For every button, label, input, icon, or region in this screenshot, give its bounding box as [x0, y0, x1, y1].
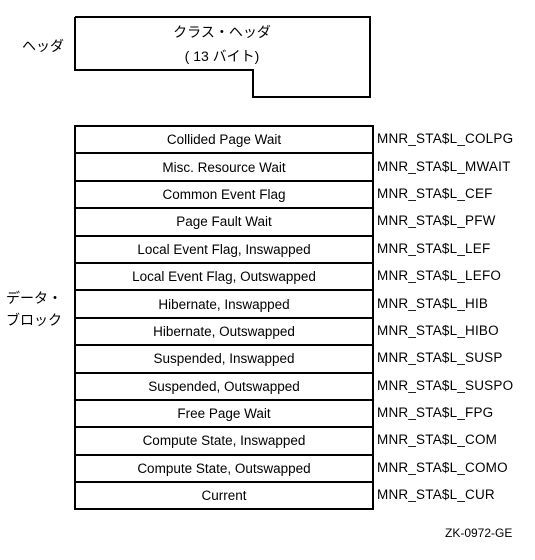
field-code: MNR_STA$L_SUSP: [377, 350, 503, 366]
table-row: Compute State, Outswapped: [76, 456, 372, 484]
field-code: MNR_STA$L_COLPG: [377, 131, 514, 147]
table-row: Local Event Flag, Outswapped: [76, 264, 372, 292]
table-row: Current: [76, 483, 372, 511]
field-code: MNR_STA$L_SUSPO: [377, 377, 514, 393]
field-code: MNR_STA$L_FPG: [377, 405, 494, 421]
table-row: Suspended, Inswapped: [76, 346, 372, 374]
field-code: MNR_STA$L_MWAIT: [377, 158, 511, 174]
field-code: MNR_STA$L_COMO: [377, 459, 508, 475]
table-row: Suspended, Outswapped: [76, 374, 372, 401]
table-row: Free Page Wait: [76, 401, 372, 429]
field-code: MNR_STA$L_CEF: [377, 185, 493, 201]
class-header-box: [74, 16, 371, 98]
data-block-label-line2: ブロック: [6, 312, 62, 328]
class-header-title: クラス・ヘッダ: [173, 24, 271, 40]
field-code: MNR_STA$L_CUR: [377, 487, 495, 503]
field-code: MNR_STA$L_LEF: [377, 240, 491, 256]
field-code: MNR_STA$L_HIB: [377, 295, 489, 311]
field-code-column: MNR_STA$L_COLPG MNR_STA$L_MWAIT MNR_STA$L_…: [377, 125, 513, 508]
figure-id: ZK-0972-GE: [445, 526, 513, 540]
header-section-label: ヘッダ: [22, 38, 64, 54]
table-row: Common Event Flag: [76, 182, 372, 210]
data-block-label-line1: データ・: [6, 290, 62, 306]
class-header-size: ( 13 バイト): [184, 48, 260, 64]
table-row: Local Event Flag, Inswapped: [76, 237, 372, 264]
field-code: MNR_STA$L_COM: [377, 432, 498, 448]
table-row: Page Fault Wait: [76, 209, 372, 237]
table-row: Compute State, Inswapped: [76, 428, 372, 456]
field-code: MNR_STA$L_PFW: [377, 213, 496, 229]
table-row: Collided Page Wait: [76, 127, 372, 155]
field-code: MNR_STA$L_LEFO: [377, 268, 502, 284]
field-code: MNR_STA$L_HIBO: [377, 322, 499, 338]
table-row: Misc. Resource Wait: [76, 154, 372, 182]
table-row: Hibernate, Inswapped: [76, 291, 372, 319]
data-block-label: データ・ ブロック: [6, 287, 70, 331]
table-row: Hibernate, Outswapped: [76, 319, 372, 347]
